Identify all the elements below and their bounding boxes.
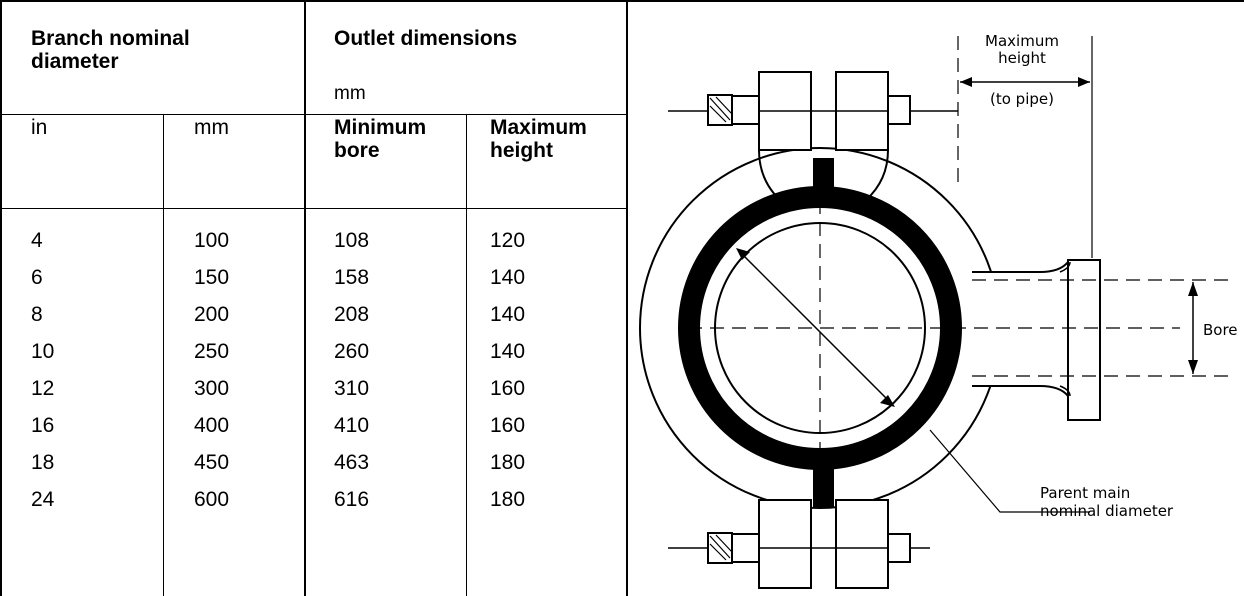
cell-max-height: 180 bbox=[490, 451, 526, 474]
outlet-dimensions-heading: Outlet dimensions bbox=[334, 27, 518, 50]
table-border-left bbox=[0, 0, 2, 596]
outlet-flange bbox=[1067, 259, 1101, 421]
bottom-nut-right bbox=[887, 533, 911, 563]
parent-main-leader bbox=[929, 429, 1090, 513]
cell-min-bore: 108 bbox=[334, 229, 370, 252]
cell-max-height: 140 bbox=[490, 303, 526, 326]
table-row: 18 450 463 180 bbox=[0, 451, 628, 488]
pipe-branch-diagram: Maximum height (to pipe) Bore Parent mai… bbox=[628, 0, 1244, 596]
table-row: 6 150 158 140 bbox=[0, 266, 628, 303]
table-row: 12 300 310 160 bbox=[0, 377, 628, 414]
cell-mm: 250 bbox=[194, 340, 230, 363]
cell-in: 10 bbox=[31, 340, 55, 363]
label-to-pipe: (to pipe) bbox=[990, 90, 1054, 108]
label-parent-main: Parent main bbox=[1040, 484, 1130, 502]
column-header-max-height: Maximum height bbox=[490, 116, 587, 162]
cell-in: 18 bbox=[31, 451, 55, 474]
cell-max-height: 160 bbox=[490, 377, 526, 400]
label-height: height bbox=[998, 49, 1046, 67]
bottom-lug-right bbox=[835, 499, 889, 589]
table-row: 10 250 260 140 bbox=[0, 340, 628, 377]
cell-mm: 400 bbox=[194, 414, 230, 437]
table-row: 8 200 208 140 bbox=[0, 303, 628, 340]
cell-mm: 450 bbox=[194, 451, 230, 474]
label-nominal-diameter: nominal diameter bbox=[1040, 502, 1174, 520]
cell-min-bore: 158 bbox=[334, 266, 370, 289]
column-header-min-bore: Minimum bore bbox=[334, 116, 427, 162]
diameter-arrow bbox=[737, 249, 894, 406]
label-maximum: Maximum bbox=[985, 32, 1059, 50]
cell-in: 16 bbox=[31, 414, 55, 437]
cell-mm: 100 bbox=[194, 229, 230, 252]
cell-min-bore: 463 bbox=[334, 451, 370, 474]
cell-min-bore: 310 bbox=[334, 377, 370, 400]
table-header-rule-2 bbox=[0, 208, 628, 209]
branch-diameter-heading: Branch nominal diameter bbox=[31, 27, 190, 73]
cell-max-height: 160 bbox=[490, 414, 526, 437]
cell-mm: 300 bbox=[194, 377, 230, 400]
cell-in: 4 bbox=[31, 229, 43, 252]
bottom-lug-left bbox=[758, 499, 812, 589]
cell-max-height: 180 bbox=[490, 488, 526, 511]
column-header-in: in bbox=[31, 116, 48, 139]
table-border-top bbox=[0, 0, 1244, 2]
cell-in: 8 bbox=[31, 303, 43, 326]
cell-max-height: 140 bbox=[490, 266, 526, 289]
cell-min-bore: 616 bbox=[334, 488, 370, 511]
table-row: 16 400 410 160 bbox=[0, 414, 628, 451]
cell-min-bore: 208 bbox=[334, 303, 370, 326]
table-row: 24 600 616 180 bbox=[0, 488, 628, 525]
pipe-branch-drawing: Maximum height (to pipe) Bore Parent mai… bbox=[639, 32, 1238, 589]
table-row: 4 100 108 120 bbox=[0, 229, 628, 266]
table-divider-col1 bbox=[163, 114, 164, 596]
cell-mm: 200 bbox=[194, 303, 230, 326]
cell-max-height: 140 bbox=[490, 340, 526, 363]
table-border-right bbox=[626, 0, 628, 596]
table-divider-mid bbox=[304, 0, 306, 596]
cell-in: 6 bbox=[31, 266, 43, 289]
label-bore: Bore bbox=[1203, 321, 1238, 339]
cell-max-height: 120 bbox=[490, 229, 526, 252]
bottom-nut-left bbox=[731, 533, 760, 563]
cell-min-bore: 410 bbox=[334, 414, 370, 437]
cell-in: 12 bbox=[31, 377, 55, 400]
top-nut-right bbox=[887, 95, 911, 125]
outlet-unit-label: mm bbox=[334, 83, 366, 104]
table-header-rule-1 bbox=[0, 114, 628, 115]
cell-in: 24 bbox=[31, 488, 55, 511]
column-header-mm: mm bbox=[194, 116, 229, 139]
table-divider-col3 bbox=[466, 114, 467, 596]
top-nut-left bbox=[731, 95, 760, 125]
cell-min-bore: 260 bbox=[334, 340, 370, 363]
cell-mm: 150 bbox=[194, 266, 230, 289]
cell-mm: 600 bbox=[194, 488, 230, 511]
